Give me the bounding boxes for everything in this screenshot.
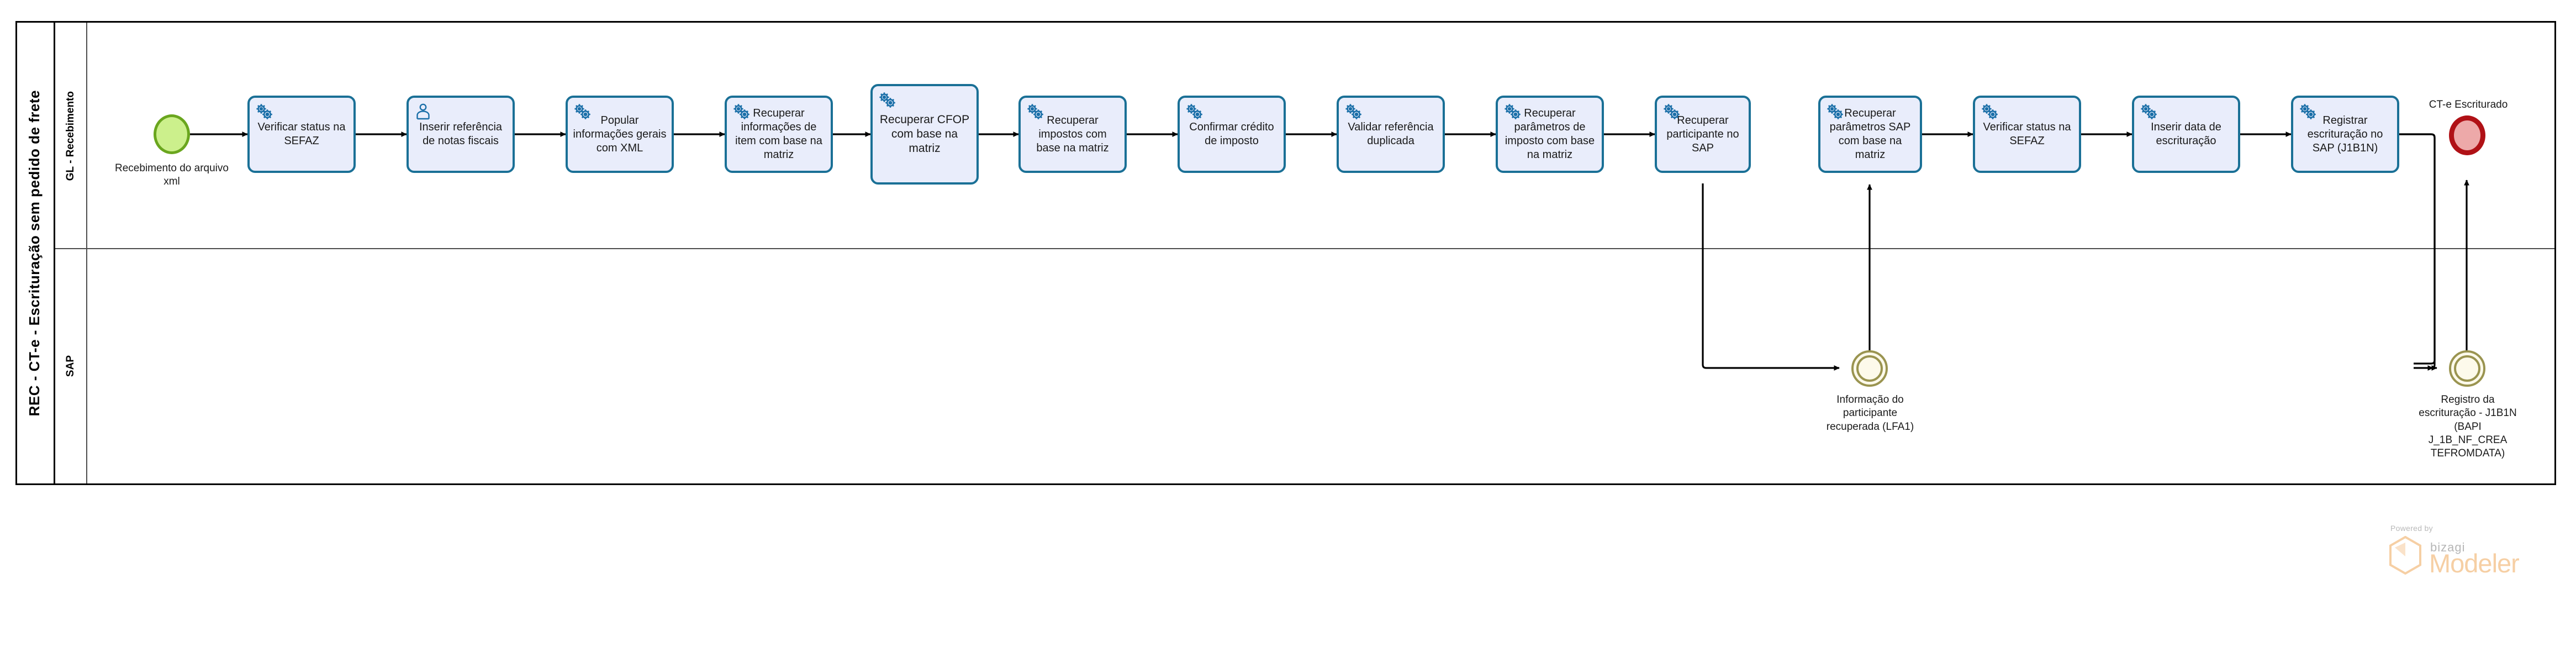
service-gear-icon xyxy=(1027,104,1043,119)
task-label: Confirmar crédito de imposto xyxy=(1189,121,1274,147)
service-gear-icon xyxy=(733,104,749,119)
modeler-wordmark: Modeler xyxy=(2429,549,2520,578)
lane-label-text-gl: GL - Recebimento xyxy=(65,91,76,181)
task-label: Recuperar impostos com base na matriz xyxy=(1036,114,1109,154)
lane-label-sap: SAP xyxy=(55,249,87,483)
lane-label-text-sap: SAP xyxy=(65,355,76,377)
intermediate-event-lfa1[interactable] xyxy=(1851,350,1888,387)
service-gear-icon xyxy=(1827,104,1843,119)
lane-sap xyxy=(55,249,2554,483)
start-event-label: Recebimento do arquivo xml xyxy=(115,162,229,188)
task-label: Verificar status na SEFAZ xyxy=(1983,121,2071,147)
service-gear-icon xyxy=(256,104,272,119)
intermediate-event-inner-ring xyxy=(1856,355,1883,382)
task-label: Recuperar CFOP com base na matriz xyxy=(879,113,970,155)
task-label: Recuperar parâmetros SAP com base na mat… xyxy=(1829,107,1911,161)
task-recuperar-parametros-imposto-matriz[interactable]: Recuperar parâmetros de imposto com base… xyxy=(1496,96,1604,173)
intermediate-event-inner-ring xyxy=(2454,355,2480,382)
task-verificar-status-sefaz-1[interactable]: Verificar status na SEFAZ xyxy=(247,96,356,173)
powered-by-label: Powered by xyxy=(2390,524,2433,533)
task-recuperar-impostos-matriz[interactable]: Recuperar impostos com base na matriz xyxy=(1018,96,1127,173)
task-inserir-referencia-notas[interactable]: Inserir referência de notas fiscais xyxy=(407,96,515,173)
intermediate-event-j1b1n-label: Registro da escrituração - J1B1N (BAPI J… xyxy=(2419,394,2517,460)
service-gear-icon xyxy=(2300,104,2316,119)
lane-label-gl-recebimento: GL - Recebimento xyxy=(55,23,87,249)
user-task-icon xyxy=(416,103,430,120)
brand-footer: Powered by bizagi Modeler xyxy=(2385,524,2562,585)
task-label: Recuperar parâmetros de imposto com base… xyxy=(1505,107,1595,161)
task-verificar-status-sefaz-2[interactable]: Verificar status na SEFAZ xyxy=(1973,96,2081,173)
task-validar-referencia-duplicada[interactable]: Validar referência duplicada xyxy=(1337,96,1445,173)
end-event[interactable] xyxy=(2449,115,2485,155)
task-recuperar-info-item-matriz[interactable]: Recuperar informações de item com base n… xyxy=(725,96,833,173)
task-inserir-data-escrituracao[interactable]: Inserir data de escrituração xyxy=(2132,96,2240,173)
task-label: Verificar status na SEFAZ xyxy=(257,121,346,147)
task-recuperar-participante-sap[interactable]: Recuperar participante no SAP xyxy=(1655,96,1751,173)
task-label: Registrar escrituração no SAP (J1B1N) xyxy=(2307,114,2383,154)
service-gear-icon xyxy=(879,92,895,108)
pool-label: REC - CT-e - Escrituração sem pedido de … xyxy=(15,21,55,485)
pool-label-text: REC - CT-e - Escrituração sem pedido de … xyxy=(26,90,43,417)
service-gear-icon xyxy=(1664,104,1680,119)
task-label: Inserir data de escrituração xyxy=(2151,121,2221,147)
end-event-label: CT-e Escriturado xyxy=(2429,99,2508,110)
task-label: Inserir referência de notas fiscais xyxy=(419,121,503,147)
service-gear-icon xyxy=(1186,104,1202,119)
intermediate-event-lfa1-label: Informação do participante recuperada (L… xyxy=(1826,394,1914,433)
lane-gl-recebimento xyxy=(55,23,2554,249)
task-popular-informacoes-xml[interactable]: Popular informações gerais com XML xyxy=(566,96,674,173)
task-confirmar-credito-imposto[interactable]: Confirmar crédito de imposto xyxy=(1178,96,1286,173)
task-label: Validar referência duplicada xyxy=(1348,121,1434,147)
task-label: Recuperar participante no SAP xyxy=(1666,114,1739,154)
service-gear-icon xyxy=(2141,104,2157,119)
task-label: Popular informações gerais com XML xyxy=(573,114,667,154)
service-gear-icon xyxy=(1345,104,1361,119)
bizagi-hex-logo-icon xyxy=(2389,536,2421,575)
task-recuperar-parametros-sap-matriz[interactable]: Recuperar parâmetros SAP com base na mat… xyxy=(1818,96,1922,173)
service-gear-icon xyxy=(1505,104,1521,119)
task-label: Recuperar informações de item com base n… xyxy=(735,107,822,161)
service-gear-icon xyxy=(574,104,590,119)
task-recuperar-cfop-matriz[interactable]: Recuperar CFOP com base na matriz xyxy=(870,84,979,185)
intermediate-event-j1b1n[interactable] xyxy=(2449,350,2485,387)
start-event[interactable] xyxy=(154,114,190,154)
service-gear-icon xyxy=(1982,104,1998,119)
task-registrar-escrituracao-sap[interactable]: Registrar escrituração no SAP (J1B1N) xyxy=(2291,96,2399,173)
bizagi-wordmark: bizagi xyxy=(2430,540,2466,554)
